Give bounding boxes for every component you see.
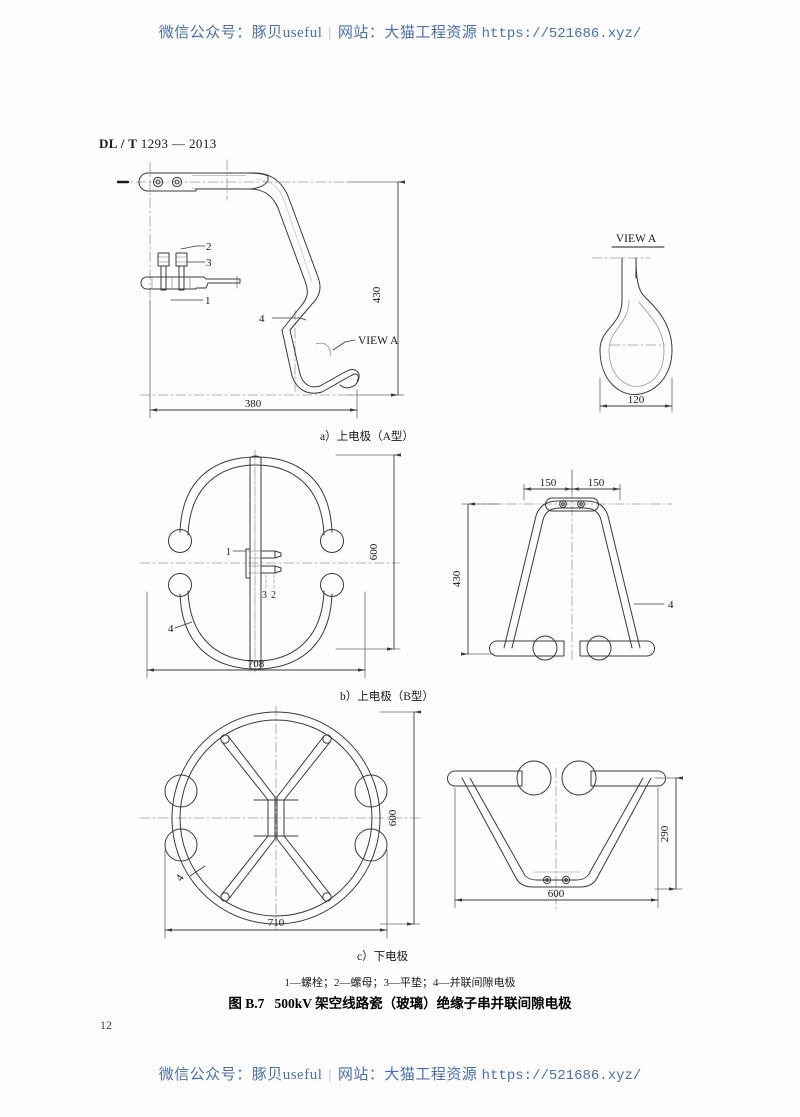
figure-b-side-group (460, 469, 673, 661)
standard-number-suffix: 1293 — 2013 (140, 136, 217, 151)
dim-fig-c-side-height: 290 (659, 825, 671, 842)
dim-fig-b-width: 708 (248, 658, 265, 670)
standard-number-prefix: DL / T (99, 136, 138, 151)
dim-fig-b-side-right: 150 (588, 477, 605, 489)
dim-fig-b-height: 600 (368, 543, 380, 560)
dim-fig-c-height: 600 (387, 809, 399, 826)
page-number: 12 (100, 1018, 112, 1032)
watermark-site-label: 网站： (337, 25, 385, 41)
watermark-wechat-name: 豚贝useful (251, 25, 323, 41)
dim-fig-a-height: 430 (371, 286, 383, 303)
watermark-bottom-site-name: 大猫工程资源 (384, 1067, 478, 1083)
figure-caption-title: 500kV 架空线路瓷（玻璃）绝缘子串并联间隙电极 (274, 996, 572, 1011)
watermark-separator: | (328, 25, 332, 41)
sub-caption-b: b）上电极（B型） (340, 691, 434, 703)
callout-fig-b-2: 2 (271, 590, 276, 601)
watermark-site-name: 大猫工程资源 (384, 25, 478, 41)
label-view-a-title: VIEW A (616, 233, 657, 245)
callout-fig-a-4: 4 (259, 313, 265, 325)
figure-a-group (116, 159, 406, 419)
sub-caption-c: c）下电极 (357, 951, 409, 963)
watermark-wechat-label: 微信公众号： (158, 25, 252, 41)
figure-caption-number: 图 B.7 (228, 996, 265, 1011)
watermark-top: 微信公众号：豚贝useful | 网站：大猫工程资源 https://521686.… (0, 21, 800, 42)
watermark-bottom-separator: | (328, 1067, 332, 1083)
watermark-bottom-url: https://521686.xyz/ (481, 1068, 642, 1084)
callout-fig-b-1: 1 (226, 547, 231, 558)
callout-fig-a-1: 1 (205, 295, 211, 307)
dim-view-a-width: 120 (628, 394, 645, 406)
figure-c-plan-group (139, 705, 422, 939)
label-view-a-pointer: VIEW A (358, 335, 399, 347)
sub-caption-a: a）上电极（A型） (320, 431, 414, 443)
callout-fig-b-3: 3 (262, 590, 267, 601)
watermark-bottom-wechat-name: 豚贝useful (251, 1067, 323, 1083)
standard-number: DL / T 1293 — 2013 (99, 136, 217, 152)
callout-fig-c-4: 4 (174, 872, 187, 884)
figure-c-side-group (447, 760, 684, 913)
watermark-bottom-site-label: 网站： (337, 1067, 385, 1083)
callout-fig-b-4: 4 (168, 623, 174, 635)
figure-caption: 图 B.7 500kV 架空线路瓷（玻璃）绝缘子串并联间隙电极 (0, 992, 800, 1012)
figure-a-bolt-detail (140, 245, 241, 301)
dim-fig-b-side-left: 150 (540, 477, 557, 489)
watermark-url: https://521686.xyz/ (481, 26, 642, 42)
figure-legend: 1—螺栓；2—螺母；3—平垫；4—并联间隙电极 (284, 977, 516, 989)
watermark-bottom: 微信公众号：豚贝useful | 网站：大猫工程资源 https://521686.… (0, 1063, 800, 1084)
callout-fig-b-side-4: 4 (668, 599, 674, 611)
callout-fig-a-2: 2 (206, 241, 212, 253)
figure-b-plan-group (139, 449, 402, 679)
dim-fig-a-width: 380 (245, 398, 262, 410)
callout-fig-a-3: 3 (206, 257, 212, 269)
dim-fig-c-side-width: 600 (548, 888, 565, 900)
watermark-bottom-wechat-label: 微信公众号： (158, 1067, 252, 1083)
dim-fig-b-side-height: 430 (451, 570, 463, 587)
dim-fig-c-width: 710 (268, 917, 285, 929)
view-a-detail-group (591, 246, 673, 413)
